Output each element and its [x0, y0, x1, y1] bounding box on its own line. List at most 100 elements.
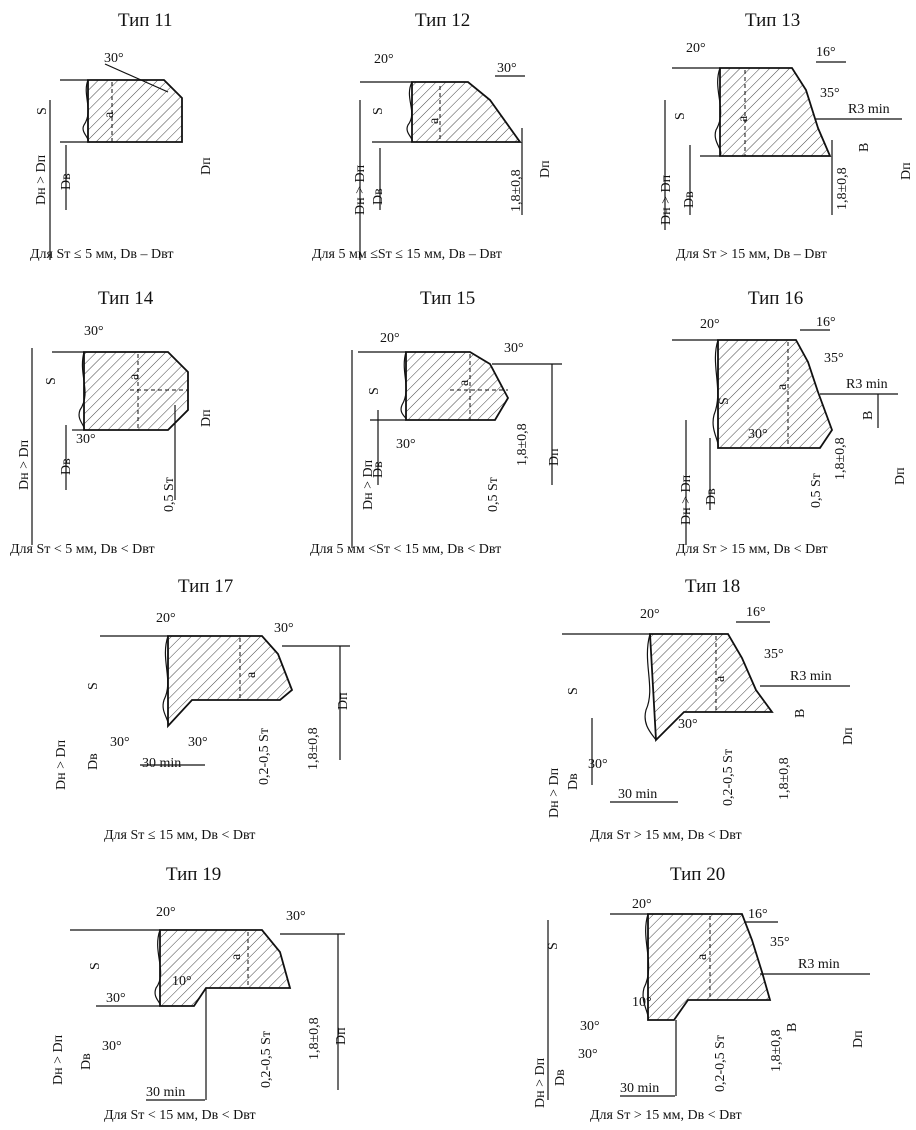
pipe-wall-section: [87, 79, 183, 143]
panel-caption: Для Sт < 15 мм, Dв < Dвт: [104, 1108, 256, 1123]
pipe-diameter-label: Dп: [547, 448, 562, 466]
outer-diameter-label: Dн > Dп: [361, 459, 376, 510]
pipe-diameter-label: Dп: [336, 692, 351, 710]
weld-diagram: 30° 30° S a Dн > Dп Dв 0,5 Sт Dп: [17, 324, 214, 545]
angle-label: 30°: [748, 427, 768, 442]
weld-diagram: 20° 30° S a Dн > Dп Dв 1,8±0,8 Dп: [353, 52, 553, 260]
pipe-wall-section: [411, 81, 522, 143]
radius-label: R3 min: [846, 377, 888, 392]
angle-label: 30°: [678, 717, 698, 732]
dimension-label: 0,2-0,5 Sт: [259, 1031, 274, 1088]
b-label: B: [857, 143, 872, 152]
angle-label: 30°: [588, 757, 608, 772]
angle-label: 30°: [102, 1039, 122, 1054]
angle-label: 10°: [172, 974, 192, 989]
dimension-label: 0,2-0,5 Sт: [713, 1035, 728, 1092]
panel-caption: Для 5 мм ≤Sт ≤ 15 мм, Dв – Dвт: [312, 247, 502, 262]
angle-label: 30°: [104, 51, 124, 66]
angle-label: 30°: [396, 437, 416, 452]
dimension-label: 0,5 Sт: [162, 477, 177, 512]
outer-diameter-label: Dн > Dп: [679, 474, 694, 525]
panel-type-11: Тип 11 30° S a Dн > Dп Dв Dп Для Sт ≤ 5 …: [0, 0, 300, 280]
panel-type-14: Тип 14 30° 30° S a Dн > Dп Dв 0,5 Sт Dп …: [0, 280, 300, 570]
angle-label: 30°: [497, 61, 517, 76]
pipe-diameter-label: Dп: [199, 409, 214, 427]
a-label: a: [775, 383, 790, 390]
dimension-label: 1,8±0,8: [515, 423, 530, 466]
inner-diameter-label: Dв: [86, 753, 101, 770]
angle-label: 20°: [640, 607, 660, 622]
outer-diameter-label: Dн > Dп: [51, 1034, 66, 1085]
a-label: a: [713, 675, 728, 682]
inner-diameter-label: Dв: [371, 461, 386, 478]
pipe-diameter-label: Dп: [893, 467, 908, 485]
dimension-label: 1,8±0,8: [307, 1017, 322, 1060]
dimension-label: 0,2-0,5 Sт: [257, 728, 272, 785]
min-length-label: 30 min: [142, 756, 181, 771]
inner-diameter-label: Dв: [371, 188, 386, 205]
inner-diameter-label: Dв: [682, 191, 697, 208]
inner-diameter-label: Dв: [704, 488, 719, 505]
angle-label: 16°: [746, 605, 766, 620]
radius-label: R3 min: [790, 669, 832, 684]
a-label: a: [457, 379, 472, 386]
b-label: B: [861, 411, 876, 420]
outer-diameter-label: Dн > Dп: [34, 154, 49, 205]
dimension-label: 1,8±0,8: [777, 757, 792, 800]
dimension-label: 1,8±0,8: [509, 169, 524, 212]
a-label: a: [427, 117, 442, 124]
panel-caption: Для Sт > 15 мм, Dв < Dвт: [590, 828, 742, 843]
pipe-diameter-label: Dп: [199, 157, 214, 175]
panel-type-20: Тип 20 20° 16° 35° 30° 30° 10° R3 min 30…: [460, 860, 916, 1130]
a-label: a: [229, 953, 244, 960]
dimension-label: 0,5 Sт: [809, 473, 824, 508]
dimension-label: 0,5 Sт: [486, 477, 501, 512]
panel-title: Тип 20: [670, 864, 726, 885]
thickness-label: S: [44, 377, 59, 385]
panel-caption: Для Sт > 15 мм, Dв – Dвт: [676, 247, 827, 262]
dimension-label: 0,2-0,5 Sт: [721, 749, 736, 806]
min-length-label: 30 min: [620, 1081, 659, 1096]
min-length-label: 30 min: [618, 787, 657, 802]
panel-type-18: Тип 18 20° 16° 35° 30° 30° R3 min 30 min…: [460, 570, 916, 860]
weld-diagram: 20° 16° 35° 30° R3 min S a B Dн > Dп Dв …: [672, 315, 908, 545]
pipe-diameter-label: Dп: [851, 1030, 866, 1048]
pipe-wall-section: [719, 67, 832, 157]
pipe-wall-section: [167, 635, 294, 729]
a-label: a: [244, 671, 259, 678]
outer-diameter-label: Dн > Dп: [353, 164, 368, 215]
angle-label: 20°: [374, 52, 394, 67]
angle-label: 35°: [824, 351, 844, 366]
pipe-wall-section: [647, 913, 772, 1021]
panel-title: Тип 14: [98, 288, 154, 309]
panel-caption: Для Sт ≤ 5 мм, Dв – Dвт: [30, 247, 174, 262]
thickness-label: S: [86, 682, 101, 690]
angle-label: 16°: [816, 315, 836, 330]
thickness-label: S: [717, 397, 732, 405]
angle-label: 10°: [632, 995, 652, 1010]
pipe-wall-section: [159, 929, 292, 1007]
thickness-label: S: [35, 107, 50, 115]
angle-label: 16°: [748, 907, 768, 922]
panel-title: Тип 13: [745, 10, 801, 31]
weld-diagram: 20° 16° 35° R3 min S a B Dн > Dп Dв 1,8±…: [659, 41, 914, 230]
dimension-label: 1,8±0,8: [835, 167, 850, 210]
thickness-label: S: [371, 107, 386, 115]
angle-label: 20°: [156, 905, 176, 920]
thickness-label: S: [673, 112, 688, 120]
outer-diameter-label: Dн > Dп: [17, 439, 32, 490]
dimension-label: 1,8±0,8: [769, 1029, 784, 1072]
inner-diameter-label: Dв: [553, 1069, 568, 1086]
pipe-diameter-label: Dп: [841, 727, 856, 745]
outer-diameter-label: Dн > Dп: [533, 1057, 548, 1108]
angle-label: 30°: [110, 735, 130, 750]
pipe-diameter-label: Dп: [334, 1027, 349, 1045]
a-label: a: [127, 373, 142, 380]
outer-diameter-label: Dн > Dп: [54, 739, 69, 790]
panel-title: Тип 19: [166, 864, 222, 885]
weld-diagram: 20° 30° 30° 30° 10° 30 min S a Dн > Dп D…: [51, 905, 349, 1101]
inner-diameter-label: Dв: [59, 173, 74, 190]
angle-label: 30°: [188, 735, 208, 750]
angle-label: 20°: [686, 41, 706, 56]
panel-type-19: Тип 19 20° 30° 30° 30° 10° 30 min S a Dн…: [0, 860, 460, 1130]
